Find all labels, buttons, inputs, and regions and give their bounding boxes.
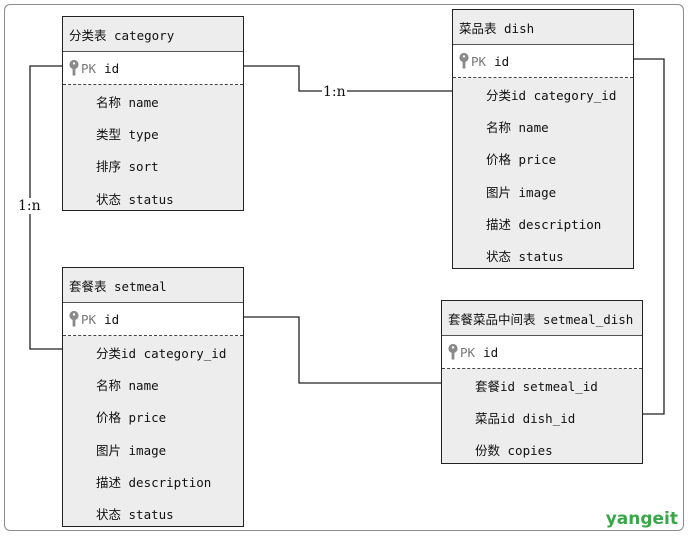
field-row: 菜品id dish_id xyxy=(475,410,576,426)
field-row: 排序 sort xyxy=(96,159,159,175)
entity-title: 菜品表 dish xyxy=(453,10,633,45)
entity-title: 套餐菜品中间表 setmeal_dish xyxy=(442,301,642,336)
primary-key-row: PK id xyxy=(442,336,642,369)
primary-key-row: PK id xyxy=(453,45,633,78)
pk-field: id xyxy=(483,344,499,360)
field-row: 份数 copies xyxy=(475,443,553,459)
entity-category[interactable]: 分类表 category PK id 名称 name 类型 type 排序 so… xyxy=(62,16,244,211)
field-row: 描述 description xyxy=(486,216,602,232)
pk-field: id xyxy=(104,60,120,76)
field-row: 名称 name xyxy=(96,94,159,110)
field-row: 名称 name xyxy=(486,119,549,135)
field-row: 类型 type xyxy=(96,126,159,142)
pk-field: id xyxy=(494,53,510,69)
field-row: 名称 name xyxy=(96,377,159,393)
primary-key-row: PK id xyxy=(63,52,243,85)
relation-label-category-setmeal: 1:n xyxy=(17,198,42,214)
pk-label: PK xyxy=(81,311,97,327)
key-icon xyxy=(448,343,458,360)
pk-label: PK xyxy=(471,53,487,69)
pk-label: PK xyxy=(460,344,476,360)
connector-setmeal-setmeal_dish xyxy=(243,316,442,384)
entity-title: 分类表 category xyxy=(63,17,243,52)
field-row: 描述 description xyxy=(96,474,212,490)
field-row: 套餐id setmeal_id xyxy=(475,378,598,394)
key-icon xyxy=(69,310,79,327)
entity-setmeal[interactable]: 套餐表 setmeal PK id 分类id category_id 名称 na… xyxy=(62,267,244,527)
key-icon xyxy=(459,52,469,69)
field-row: 状态 status xyxy=(96,507,174,523)
field-row: 图片 image xyxy=(96,442,167,458)
field-row: 状态 status xyxy=(96,191,174,207)
field-row: 分类id category_id xyxy=(96,345,227,361)
key-icon xyxy=(69,59,79,76)
entity-title: 套餐表 setmeal xyxy=(63,268,243,303)
entity-dish[interactable]: 菜品表 dish PK id 分类id category_id 名称 name … xyxy=(452,9,634,269)
field-row: 价格 price xyxy=(96,410,167,426)
pk-label: PK xyxy=(81,60,97,76)
connector-category-dish xyxy=(243,65,453,92)
field-row: 分类id category_id xyxy=(486,87,617,103)
field-row: 图片 image xyxy=(486,184,557,200)
relation-label-category-dish: 1:n xyxy=(322,84,347,100)
connector-dish-setmeal_dish xyxy=(634,58,665,415)
brand-logo: yangeit xyxy=(605,509,678,529)
entity-setmeal-dish[interactable]: 套餐菜品中间表 setmeal_dish PK id 套餐id setmeal_… xyxy=(441,300,643,464)
pk-field: id xyxy=(104,311,120,327)
diagram-frame xyxy=(4,4,684,531)
primary-key-row: PK id xyxy=(63,303,243,336)
field-row: 价格 price xyxy=(486,152,557,168)
field-row: 状态 status xyxy=(486,249,564,265)
